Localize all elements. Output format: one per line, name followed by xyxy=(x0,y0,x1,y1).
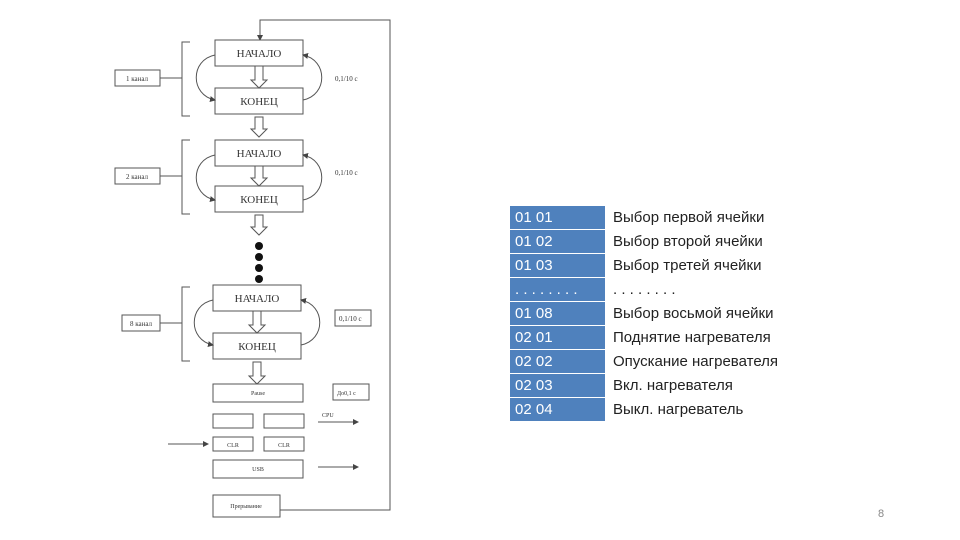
channel-time-label: 0,1/10 с xyxy=(335,169,358,177)
clr-right-label: CLR xyxy=(278,443,290,449)
command-description: Выбор третей ячейки xyxy=(613,257,762,274)
command-description: Выбор второй ячейки xyxy=(613,233,763,250)
loop-arrow-left xyxy=(193,299,214,347)
channel-side-box xyxy=(114,167,161,185)
channel-side-box xyxy=(121,314,161,332)
end-box xyxy=(214,87,304,115)
command-code: 01 01 xyxy=(510,205,605,230)
table-row: 02 03 Вкл. нагревателя xyxy=(510,373,778,398)
flowchart: НАЧАЛО КОНЕЦ 1 канал 0,1/10 с НАЧАЛО КОН… xyxy=(114,19,391,518)
command-description: . . . . . . . . xyxy=(613,281,676,298)
command-code: 02 01 xyxy=(510,325,605,350)
channel-side-label: 8 канал xyxy=(130,320,153,328)
end-box xyxy=(212,332,302,360)
command-description: Выбор первой ячейки xyxy=(613,209,765,226)
command-description: Выкл. нагреватель xyxy=(613,400,744,418)
down-arrow xyxy=(249,214,269,236)
table-row: 02 02 Опускание нагревателя xyxy=(510,349,779,374)
blank-box-right xyxy=(263,413,305,429)
channel-side-box xyxy=(114,69,161,87)
brace xyxy=(181,286,190,362)
command-description: Выбор восьмой ячейки xyxy=(613,305,774,322)
start-label: НАЧАЛО xyxy=(237,48,282,60)
command-code: 01 02 xyxy=(510,229,605,254)
ellipsis-dots xyxy=(255,242,263,283)
channel-time-label: 0,1/10 с xyxy=(339,315,362,323)
table-row: 01 01 Выбор первой ячейки xyxy=(510,205,778,230)
cpu-label: CPU xyxy=(322,413,334,419)
brace xyxy=(181,139,190,215)
pause-box xyxy=(212,383,304,403)
channel-time-label: 0,1/10 с xyxy=(335,75,358,83)
loop-arrow-left xyxy=(195,54,216,102)
command-description: Опускание нагревателя xyxy=(613,353,779,370)
pause-time-box xyxy=(332,383,370,401)
table-row: 02 04 Выкл. нагреватель xyxy=(510,397,778,421)
command-code: 02 02 xyxy=(510,349,605,374)
command-code: 02 04 xyxy=(510,397,605,421)
loop-arrow-left xyxy=(195,154,216,202)
blank-box-left xyxy=(212,413,254,429)
channel-block-2: НАЧАЛО КОНЕЦ 2 канал 0,1/10 с xyxy=(114,139,358,215)
start-box xyxy=(214,139,304,167)
command-code: 01 08 xyxy=(510,301,605,326)
interrupt-label: Прерывание xyxy=(230,504,262,510)
command-code: . . . . . . . . xyxy=(510,277,605,302)
clr-left-label: CLR xyxy=(227,443,239,449)
command-description: Поднятие нагревателя xyxy=(613,329,771,346)
end-label: КОНЕЦ xyxy=(240,194,278,206)
table-row: . . . . . . . . . . . . . . . . xyxy=(510,277,778,302)
pause-time-label: Дo0,1 с xyxy=(337,391,356,397)
brace xyxy=(181,41,190,117)
end-label: КОНЕЦ xyxy=(238,341,276,353)
end-label: КОНЕЦ xyxy=(240,96,278,108)
channel-time-box xyxy=(334,309,372,327)
command-code: 02 03 xyxy=(510,373,605,398)
start-label: НАЧАЛО xyxy=(237,148,282,160)
usb-label: USB xyxy=(252,467,264,473)
channel-block-1: НАЧАЛО КОНЕЦ 1 канал 0,1/10 с xyxy=(114,39,358,117)
loop-arrow-right xyxy=(302,153,323,201)
start-label: НАЧАЛО xyxy=(235,293,280,305)
table-row: 01 03 Выбор третей ячейки xyxy=(510,253,778,278)
down-arrow xyxy=(249,65,269,89)
clr-box-right xyxy=(263,436,305,452)
loop-arrow-right xyxy=(300,298,321,346)
channel-side-label: 1 канал xyxy=(126,75,149,83)
down-arrow xyxy=(249,116,269,138)
command-code: 01 03 xyxy=(510,253,605,278)
clr-box-left xyxy=(212,436,254,452)
channel-side-label: 2 канал xyxy=(126,173,149,181)
pause-label: Pause xyxy=(251,391,265,397)
usb-box xyxy=(212,459,304,479)
command-table: 01 01 Выбор первой ячейки 01 02 Выбор второ… xyxy=(510,205,778,421)
down-arrow xyxy=(249,165,269,187)
loop-arrow-right xyxy=(302,53,323,101)
down-arrow xyxy=(247,310,267,334)
table-row: 01 02 Выбор второй ячейки xyxy=(510,229,778,254)
table-row: 01 08 Выбор восьмой ячейки xyxy=(510,301,778,326)
down-arrow xyxy=(247,361,267,385)
interrupt-box xyxy=(212,494,281,518)
page-number: 8 xyxy=(878,508,885,520)
loop-back-line xyxy=(257,19,391,511)
channel-block-8: НАЧАЛО КОНЕЦ 8 канал 0,1/10 с xyxy=(121,284,372,362)
command-description: Вкл. нагревателя xyxy=(613,377,733,394)
table-row: 02 01 Поднятие нагревателя xyxy=(510,325,778,350)
